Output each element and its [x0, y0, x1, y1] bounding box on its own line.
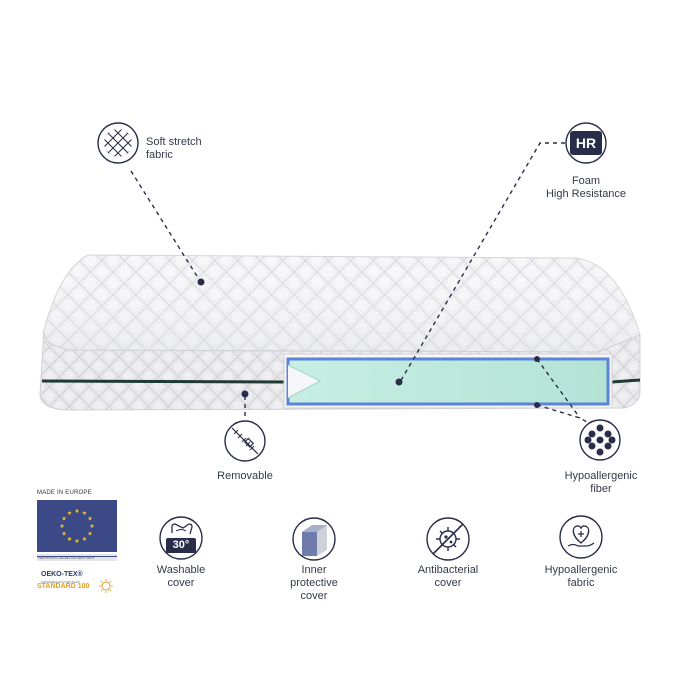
eu-star-icon: [87, 516, 93, 521]
eu-star-icon: [61, 531, 67, 536]
eu-star-icon: [87, 531, 93, 536]
inner-cover-icon: [292, 517, 336, 561]
feature-antibacterial-line2: cover: [434, 577, 462, 589]
hypo-fiber-line2: fiber: [590, 483, 612, 495]
washable-temp: 30°: [172, 539, 190, 551]
eu-flag: [37, 500, 117, 552]
mattress-piping: [41, 379, 285, 384]
feature-hypo-line1: Hypoallergenic: [544, 564, 618, 576]
removable-label: Removable: [217, 470, 273, 482]
oeko-sun-icon: [99, 579, 113, 593]
oeko-tex-name: OEKO-TEX®: [41, 571, 83, 578]
eu-star-icon: [67, 536, 72, 541]
eu-star-icon: [67, 510, 72, 515]
eu-star-icon: [74, 538, 80, 543]
eu-star-icon: [59, 523, 65, 528]
feature-washable-line1: Washable: [156, 564, 206, 576]
feature-washable-line2: cover: [167, 577, 195, 589]
eu-star-icon: [82, 510, 87, 515]
standard-100-label: STANDARD 100: [37, 583, 90, 590]
hr-badge-text: HR: [575, 135, 597, 151]
feature-inner-line3: cover: [300, 590, 328, 602]
oeko-tex-sub: CONFIDENCE IN TEXTILES: [41, 580, 80, 584]
hr-label-line2: High Resistance: [545, 188, 627, 200]
fiber-dots-icon: [579, 419, 621, 461]
washable-30-icon: [159, 516, 203, 560]
eu-star-icon: [82, 536, 87, 541]
feature-inner-line1: Inner: [301, 564, 327, 576]
feature-antibacterial-line1: Antibacterial: [417, 564, 479, 576]
eu-star-icon: [89, 523, 95, 528]
made-in-europe-label: MADE IN EUROPE: [37, 490, 92, 496]
eu-star-icon: [61, 516, 67, 521]
feature-hypo-line2: fabric: [567, 577, 595, 589]
hypoallergenic-heart-icon: [559, 515, 603, 559]
oeko-cert-small: CERTIFICATO standard 100 OEKO-TEX®: [38, 556, 95, 560]
antibacterial-icon: [426, 517, 470, 561]
fabric-label: Soft stretch fabric: [146, 136, 202, 161]
foam-core: [286, 357, 610, 406]
zipper-icon: [224, 420, 266, 462]
hr-label-line1: Foam: [571, 175, 601, 187]
hypo-fiber-line1: Hypoallergenic: [564, 470, 638, 482]
feature-inner-line2: protective: [290, 577, 338, 589]
fabric-mesh-icon: [97, 122, 139, 164]
eu-stars: [59, 508, 95, 543]
eu-star-icon: [74, 508, 80, 513]
